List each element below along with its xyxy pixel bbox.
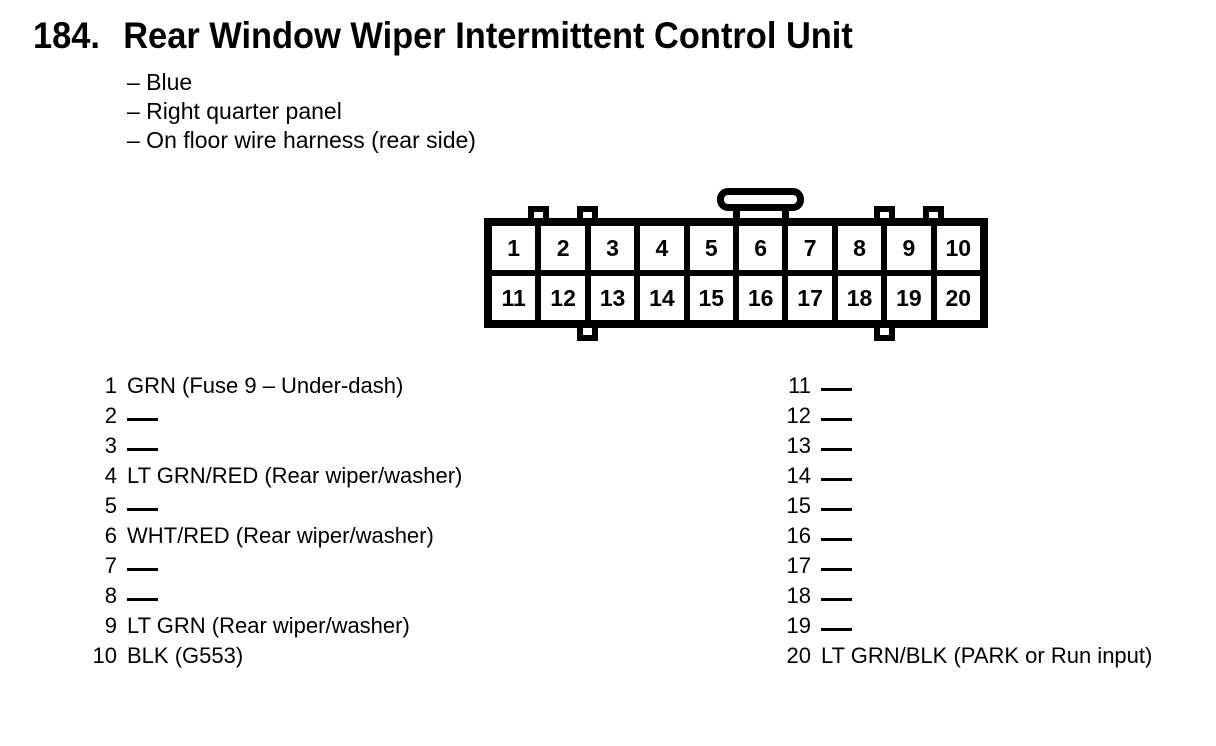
pin-number: 20 xyxy=(786,643,811,668)
connector-cavity-13: 13 xyxy=(590,276,635,320)
connector-latch-leg-icon xyxy=(733,208,740,226)
pin-number: 5 xyxy=(104,493,117,518)
connector-cavity-6: 6 xyxy=(739,226,783,270)
connector-cavity-17: 17 xyxy=(788,276,832,320)
connector-cavity-11: 11 xyxy=(492,276,536,320)
no-connection-dash-icon xyxy=(821,448,852,451)
pin-row: 12 xyxy=(779,401,1152,431)
pin-row: 2 xyxy=(85,401,462,431)
pin-number: 2 xyxy=(104,403,117,428)
connector-cavity-16: 16 xyxy=(739,276,783,320)
no-connection-dash-icon xyxy=(821,568,852,571)
connector-cavity-10: 10 xyxy=(936,226,980,270)
pin-number: 18 xyxy=(786,583,811,608)
pin-number: 12 xyxy=(786,403,811,428)
pin-number: 13 xyxy=(786,433,811,458)
pin-row: 18 xyxy=(779,581,1152,611)
connector-cavity-5: 5 xyxy=(689,226,733,270)
location-note: – Right quarter panel xyxy=(127,98,342,124)
connector-cavity-12: 12 xyxy=(541,276,585,320)
pin-number: 17 xyxy=(786,553,811,578)
pin-row: 8 xyxy=(85,581,462,611)
pin-row: 14 xyxy=(779,461,1152,491)
pin-wire-label: LT GRN/RED (Rear wiper/washer) xyxy=(127,463,463,488)
pin-wire-label: LT GRN/BLK (PARK or Run input) xyxy=(821,643,1153,668)
pin-row: 11 xyxy=(779,371,1152,401)
pin-row: 13 xyxy=(779,431,1152,461)
location-note: – On floor wire harness (rear side) xyxy=(127,127,476,153)
connector-cavity-15: 15 xyxy=(689,276,733,320)
connector-cavity-4: 4 xyxy=(640,226,684,270)
pin-row: 3 xyxy=(85,431,462,461)
section-number: 184. xyxy=(33,15,100,56)
page-title: Rear Window Wiper Intermittent Control U… xyxy=(123,15,853,56)
pin-number: 16 xyxy=(786,523,811,548)
no-connection-dash-icon xyxy=(821,388,852,391)
pin-row: 6 WHT/RED (Rear wiper/washer) xyxy=(85,521,462,551)
connector-cavity-18: 18 xyxy=(837,276,882,320)
no-connection-dash-icon xyxy=(821,478,852,481)
no-connection-dash-icon xyxy=(127,568,158,571)
connector-cavity-7: 7 xyxy=(788,226,832,270)
no-connection-dash-icon xyxy=(821,418,852,421)
pin-number: 3 xyxy=(104,433,117,458)
connector-cavity-8: 8 xyxy=(837,226,882,270)
pin-row: 4 LT GRN/RED (Rear wiper/washer) xyxy=(85,461,463,491)
connector-cavity-14: 14 xyxy=(640,276,684,320)
no-connection-dash-icon xyxy=(821,628,852,631)
pin-row: 7 xyxy=(85,551,462,581)
pin-number: 11 xyxy=(788,373,811,398)
pin-row: 15 xyxy=(779,491,1152,521)
pin-row: 1 GRN (Fuse 9 – Under-dash) xyxy=(85,371,462,401)
pin-number: 14 xyxy=(786,463,811,488)
location-note: – Blue xyxy=(127,69,193,95)
connector-cavity-20: 20 xyxy=(936,276,980,320)
pin-number: 7 xyxy=(104,553,117,578)
pin-list-right: 11 12 13 14 15 16 17 18 19 20 LT GRN/BLK (PARK or … xyxy=(779,371,1153,671)
no-connection-dash-icon xyxy=(127,598,158,601)
connector-cavity-9: 9 xyxy=(887,226,931,270)
pin-row: 19 xyxy=(779,611,1152,641)
pin-number: 19 xyxy=(786,613,811,638)
page-title-row: 184. Rear Window Wiper Intermittent Cont… xyxy=(33,14,853,58)
pin-row: 16 xyxy=(779,521,1152,551)
pin-wire-label: BLK (G553) xyxy=(127,643,244,668)
pin-wire-label: GRN (Fuse 9 – Under-dash) xyxy=(127,373,404,398)
pin-row: 20 LT GRN/BLK (PARK or Run input) xyxy=(779,641,1153,671)
connector-cavity-2: 2 xyxy=(541,226,585,270)
pin-row: 10 BLK (G553) xyxy=(85,641,462,671)
pin-wire-label: LT GRN (Rear wiper/washer) xyxy=(127,613,410,638)
location-notes: – Blue – Right quarter panel – On floor wi… xyxy=(127,68,476,155)
no-connection-dash-icon xyxy=(821,508,852,511)
no-connection-dash-icon xyxy=(127,508,158,511)
pin-wire-label: WHT/RED (Rear wiper/washer) xyxy=(127,523,434,548)
pin-number: 15 xyxy=(786,493,811,518)
pin-number: 4 xyxy=(104,463,117,488)
pin-list-left: 1 GRN (Fuse 9 – Under-dash) 2 3 4 LT GRN/RED … xyxy=(85,371,463,671)
pin-row: 5 xyxy=(85,491,462,521)
pin-number: 6 xyxy=(104,523,117,548)
pin-number: 8 xyxy=(104,583,117,608)
pin-row: 9 LT GRN (Rear wiper/washer) xyxy=(85,611,462,641)
pin-number: 10 xyxy=(92,643,117,668)
connector-cavity-3: 3 xyxy=(590,226,635,270)
no-connection-dash-icon xyxy=(821,598,852,601)
pin-row: 17 xyxy=(779,551,1152,581)
connector-latch-leg-icon xyxy=(782,208,789,226)
no-connection-dash-icon xyxy=(127,448,158,451)
pin-number: 1 xyxy=(104,373,117,398)
no-connection-dash-icon xyxy=(821,538,852,541)
no-connection-dash-icon xyxy=(127,418,158,421)
connector-latch-icon xyxy=(717,188,804,211)
connector-cavity-1: 1 xyxy=(492,226,536,270)
pin-number: 9 xyxy=(104,613,117,638)
connector-cavity-19: 19 xyxy=(887,276,931,320)
